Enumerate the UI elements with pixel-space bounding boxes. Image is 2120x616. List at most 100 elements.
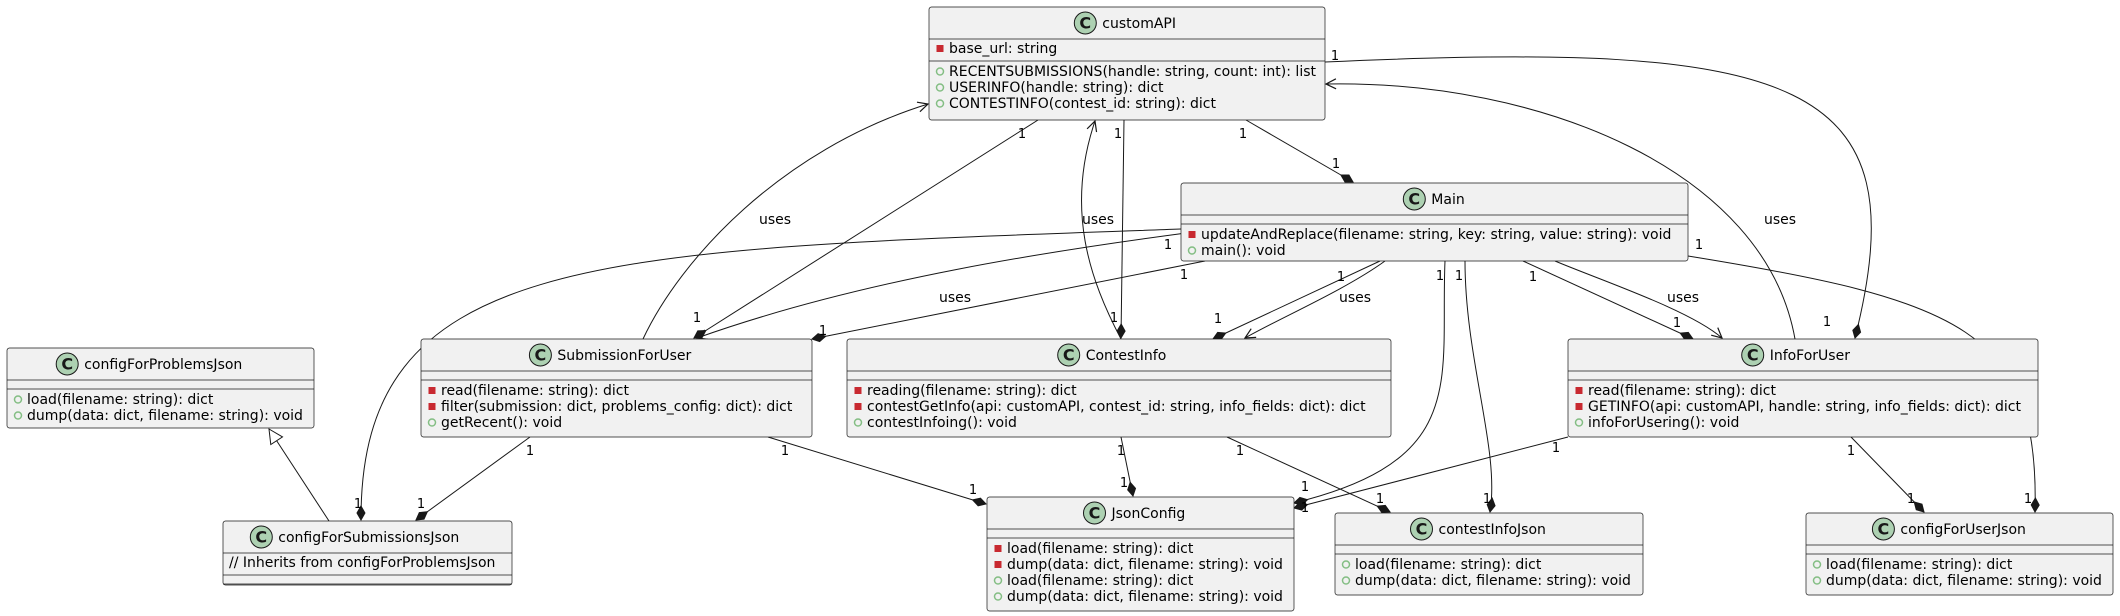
class-c-icon-letter: C (1747, 346, 1759, 365)
class-name: configForSubmissionsJson (278, 530, 459, 546)
relation-custom-api-to-submission-for-user-composition (693, 119, 1039, 339)
multiplicity-label: 1 (1110, 311, 1118, 326)
composition-line (1687, 255, 2040, 514)
multiplicity-label: 1 (1214, 312, 1222, 327)
class-main[interactable]: C Main updateAndReplace(filename: string, … (1180, 182, 1689, 262)
composition-line (1293, 436, 1569, 511)
class-method: getRecent(): void (441, 415, 562, 431)
multiplicity-label: 1 (1907, 492, 1915, 507)
multiplicity-label: 1 (1236, 444, 1244, 459)
private-visibility-icon (994, 561, 1002, 568)
multiplicity-label: 1 (1117, 444, 1125, 459)
uses-label: uses (1764, 212, 1796, 228)
class-method: updateAndReplace(filename: string, key: … (1201, 227, 1671, 243)
public-visibility-icon (1341, 560, 1351, 569)
public-visibility-icon (1812, 560, 1822, 569)
class-method: GETINFO(api: customAPI, handle: string, … (1588, 399, 2021, 415)
uses-label: uses (1339, 290, 1371, 306)
inheritance-line (269, 429, 330, 522)
class-c-icon-letter: C (535, 346, 547, 365)
multiplicity-label: 1 (1337, 270, 1345, 285)
multiplicity-label: 1 (1552, 441, 1560, 456)
class-c-icon (1871, 517, 1895, 541)
class-c-icon (528, 343, 552, 367)
public-visibility-icon (935, 67, 945, 76)
public-visibility-icon (993, 576, 1003, 585)
class-name: Main (1431, 192, 1464, 208)
relation-main-to-info-for-user-composition (1522, 260, 1694, 341)
class-c-icon (1083, 501, 1106, 525)
class-name: customAPI (1102, 16, 1176, 32)
private-visibility-icon (1575, 403, 1583, 410)
relation-contest-info-to-custom-api-uses (1080, 121, 1122, 340)
uses-line (1245, 260, 1386, 338)
public-visibility-icon (1812, 576, 1822, 585)
class-method: read(filename: string): dict (1588, 383, 1776, 399)
composition-line (1324, 56, 1872, 339)
multiplicity-label: 1 (1239, 127, 1247, 142)
composition-line (1116, 119, 1126, 340)
composition-line (767, 436, 987, 507)
private-visibility-icon (1188, 231, 1196, 238)
class-c-icon-letter: C (1089, 504, 1101, 523)
class-method: CONTESTINFO(contest_id: string): dict (949, 96, 1216, 112)
class-method: RECENTSUBMISSIONS(handle: string, count:… (949, 64, 1316, 80)
class-box (6, 347, 315, 429)
relation-main-to-contest-info-uses (1245, 260, 1386, 338)
relation-main-to-contest-info-composition (1212, 260, 1381, 341)
class-method: USERINFO(handle: string): dict (949, 80, 1164, 96)
class-c-icon-letter: C (1408, 190, 1420, 209)
class-box (1180, 182, 1689, 262)
multiplicity-label: 1 (1180, 268, 1188, 283)
composition-line (1245, 119, 1354, 183)
multiplicity-label: 1 (2024, 492, 2032, 507)
private-visibility-icon (428, 403, 436, 410)
relation-main-to-contest-info-json-composition (1464, 260, 1496, 513)
public-visibility-icon (853, 418, 863, 427)
composition-line (693, 119, 1039, 339)
class-c-icon (1741, 343, 1765, 367)
public-visibility-icon (13, 395, 23, 404)
multiplicity-label: 1 (1301, 480, 1309, 495)
class-method: contestGetInfo(api: customAPI, contest_i… (867, 399, 1366, 415)
multiplicity-label: 1 (1695, 238, 1703, 253)
class-c-icon-letter: C (1878, 520, 1890, 539)
composition-line (1212, 260, 1381, 341)
class-c-icon (1410, 517, 1433, 541)
class-c-icon-letter: C (1079, 14, 1091, 33)
private-visibility-icon (428, 387, 436, 394)
relation-custom-api-to-main-composition (1245, 119, 1354, 183)
class-name: configForProblemsJson (84, 357, 242, 373)
multiplicity-label: 1 (1673, 316, 1681, 331)
composition-line (356, 228, 1182, 522)
multiplicity-label: 1 (1455, 269, 1463, 284)
class-method: contestInfoing(): void (867, 415, 1017, 431)
class-method: dump(data: dict, filename: string): void (1355, 573, 1631, 589)
class-name: JsonConfig (1111, 506, 1186, 522)
relation-info-for-user-to-json-config-composition (1293, 436, 1569, 511)
relation-main-to-config-for-submissions-json-composition (356, 228, 1182, 522)
class-method: load(filename: string): dict (1826, 557, 2013, 573)
class-method: dump(data: dict, filename: string): void (1007, 557, 1283, 573)
public-visibility-icon (1341, 576, 1351, 585)
relation-submission-for-user-to-config-for-submissions-json-composition (415, 436, 531, 521)
private-visibility-icon (854, 403, 862, 410)
class-method: filter(submission: dict, problems_config… (441, 399, 793, 415)
class-name: ContestInfo (1086, 348, 1167, 364)
relation-contest-info-to-json-config-composition (1120, 436, 1137, 497)
uses-label: uses (939, 290, 971, 306)
uses-line (1554, 260, 1722, 338)
multiplicity-label: 1 (1164, 238, 1172, 253)
public-visibility-icon (13, 411, 23, 420)
class-method: main(): void (1201, 243, 1286, 259)
class-c-icon-letter: C (1063, 346, 1075, 365)
